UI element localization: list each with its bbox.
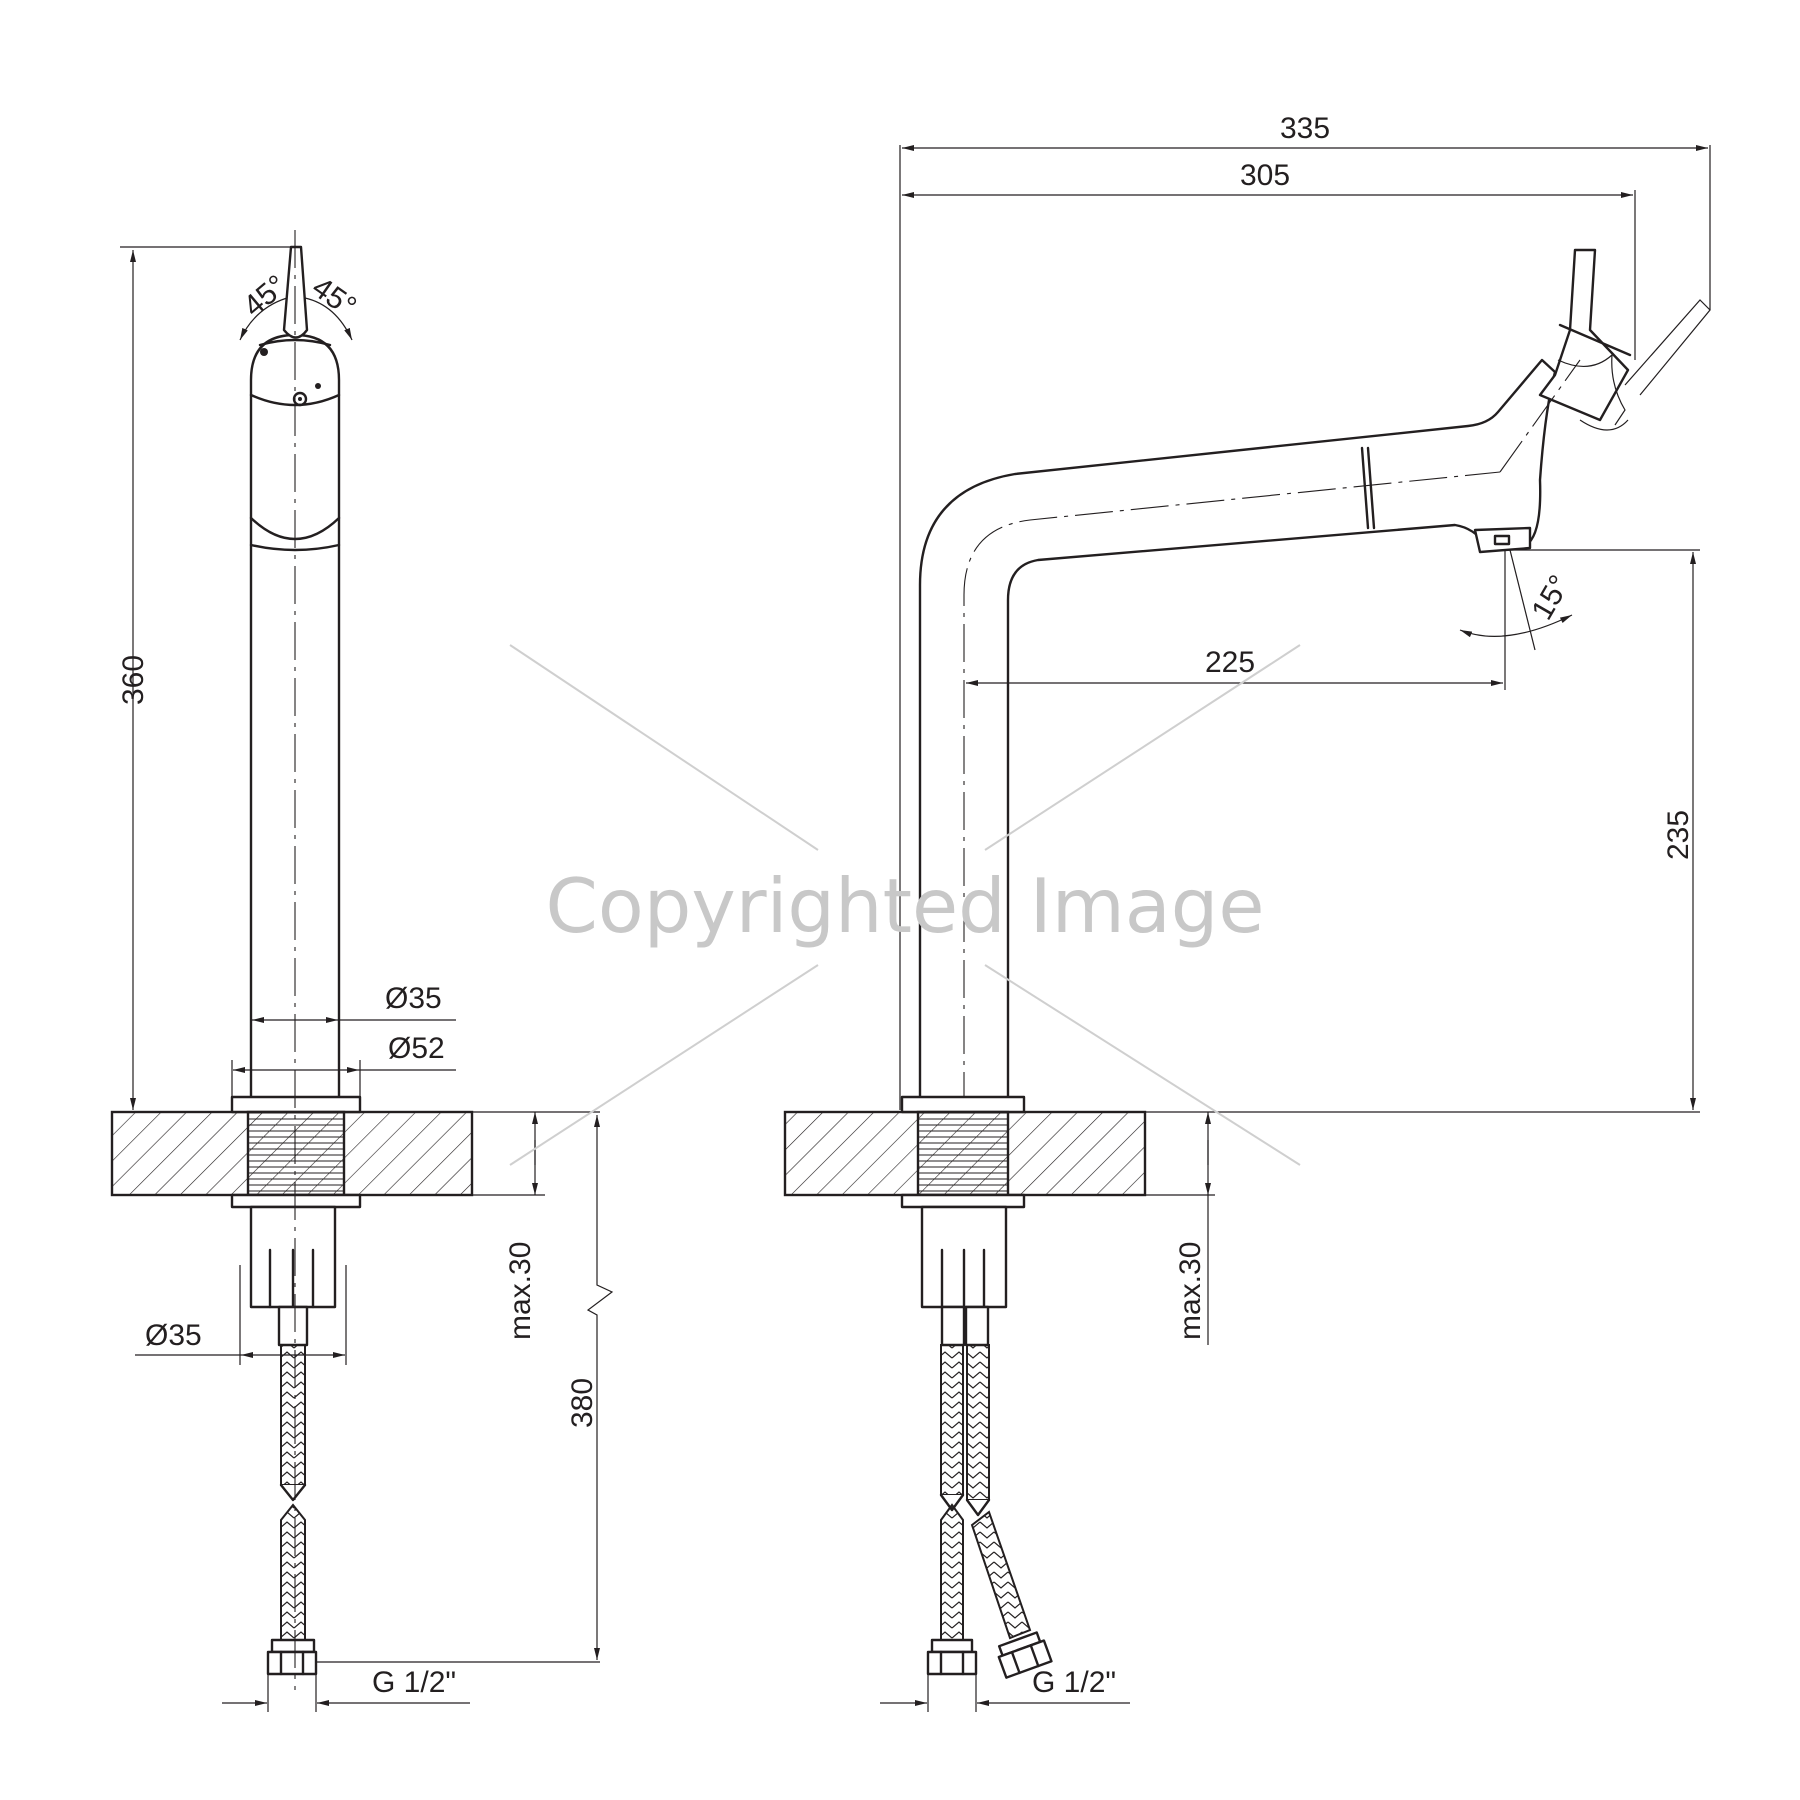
watermark: Copyrighted Image bbox=[509, 644, 1301, 1166]
dim-body-dia: Ø35 bbox=[385, 982, 442, 1015]
dim-335: 335 bbox=[1280, 112, 1330, 145]
hose-length-dimension bbox=[316, 1115, 614, 1663]
dim-thread-left: G 1/2" bbox=[372, 1666, 456, 1699]
supply-hose-left bbox=[266, 1344, 318, 1676]
spout-body bbox=[918, 358, 1557, 1108]
supply-hose-right-a bbox=[926, 1344, 978, 1676]
dim-max30-right: max.30 bbox=[1174, 1242, 1207, 1340]
dim-305: 305 bbox=[1240, 159, 1290, 192]
right-view: 335 305 225 235 15° bbox=[783, 112, 1711, 1712]
watermark-text: Copyrighted Image bbox=[546, 862, 1265, 950]
base-rosette-right bbox=[900, 1095, 1026, 1209]
reach-dimension-335 bbox=[899, 145, 1711, 1110]
dim-235: 235 bbox=[1662, 810, 1695, 860]
dim-thread-right: G 1/2" bbox=[1032, 1666, 1116, 1699]
mounting-nut-right bbox=[920, 1205, 1008, 1347]
thickness-dimension-right bbox=[1145, 1112, 1215, 1345]
dim-max30-left: max.30 bbox=[504, 1242, 537, 1340]
reach-dimension-305 bbox=[902, 190, 1636, 360]
dim-360: 360 bbox=[117, 655, 150, 705]
dim-base-dia: Ø52 bbox=[388, 1032, 445, 1065]
thickness-dimension-left bbox=[472, 1111, 600, 1196]
dim-15deg: 15° bbox=[1525, 570, 1576, 626]
dim-225: 225 bbox=[1205, 646, 1255, 679]
mounting-nut-left bbox=[249, 1205, 337, 1347]
thread-dimension-right bbox=[880, 1674, 1130, 1712]
shank-diameter-dimension bbox=[135, 1265, 347, 1365]
supply-hose-right-b bbox=[965, 1344, 1053, 1679]
dim-shank-dia: Ø35 bbox=[145, 1319, 202, 1352]
base-diameter-dimension bbox=[231, 1060, 456, 1097]
height-dimension-left bbox=[120, 246, 291, 1110]
handle-cartridge bbox=[1538, 248, 1711, 431]
dim-380: 380 bbox=[566, 1378, 599, 1428]
rotation-arc-left bbox=[239, 297, 353, 341]
spout-angle-dimension bbox=[1459, 549, 1573, 651]
angle-label-left-b: 45° bbox=[306, 271, 362, 324]
centerline-right bbox=[963, 359, 1581, 1110]
thread-dimension-left bbox=[222, 1674, 470, 1712]
left-view: 45° 45° bbox=[110, 230, 614, 1712]
base-rosette-left bbox=[230, 1095, 362, 1209]
spout-height-dimension bbox=[1145, 549, 1700, 1113]
